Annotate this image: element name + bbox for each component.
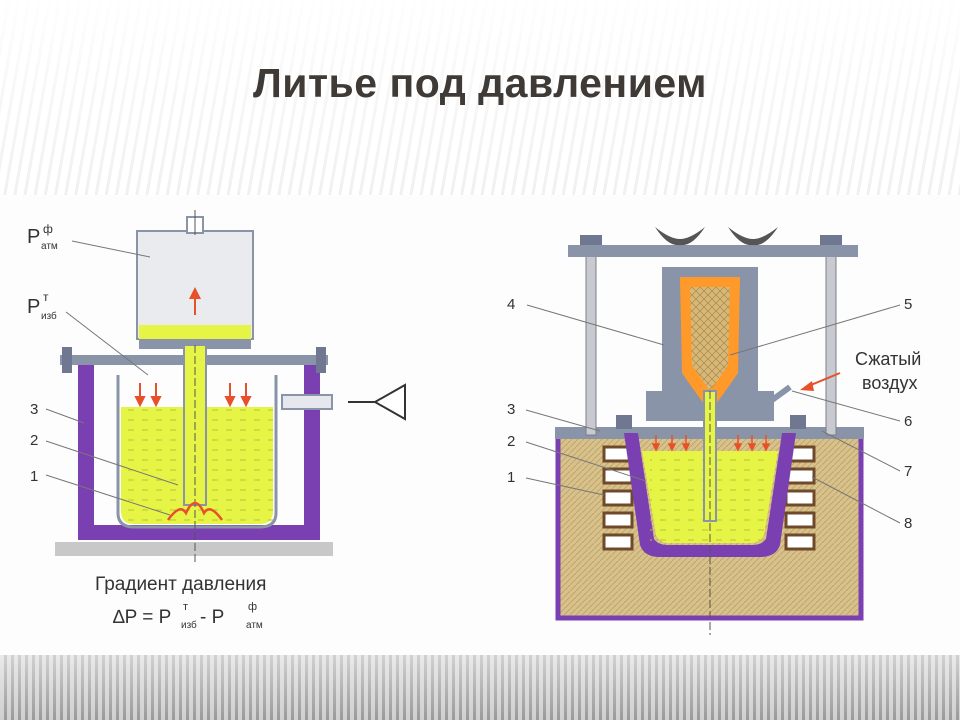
air-arrow-icon: [800, 381, 814, 391]
left-ground: [55, 542, 333, 556]
tie-rod-left: [585, 236, 597, 436]
left-upper-mold: [136, 230, 254, 340]
label-num-7: 7: [904, 463, 912, 480]
svg-text:изб: изб: [181, 619, 197, 631]
label-num-3-left: 3: [30, 401, 38, 418]
label-num-5: 5: [904, 296, 912, 313]
svg-text:т: т: [43, 290, 49, 304]
flow-entry-icon: [166, 501, 224, 521]
svg-text:т: т: [183, 601, 188, 613]
wing-nut-icon: [655, 227, 705, 246]
compressed-air-label-line1: Сжатый: [855, 349, 921, 369]
right-pressure-arrows: [651, 435, 771, 452]
svg-text:- P: - P: [200, 607, 224, 628]
pressure-arrows: [134, 383, 252, 408]
svg-text:атм: атм: [246, 620, 263, 631]
casting-icon: [690, 287, 730, 391]
label-num-2-right: 2: [507, 433, 515, 450]
right-crucible: [624, 433, 796, 557]
label-num-6: 6: [904, 413, 912, 430]
left-crucible: [116, 375, 278, 529]
label-num-3-right: 3: [507, 401, 515, 418]
svg-text:изб: изб: [41, 310, 57, 322]
label-p-izb: P: [27, 296, 40, 318]
label-num-2-left: 2: [30, 432, 38, 449]
background-stripes-bottom: [0, 655, 960, 720]
svg-text:ф: ф: [43, 222, 53, 236]
wing-nut-icon: [728, 227, 778, 246]
label-num-8: 8: [904, 515, 912, 532]
left-valve-icon: [372, 383, 406, 421]
left-apparatus: [45, 210, 406, 565]
pressure-formula: ∆P = P т изб - P ф атм: [113, 601, 263, 631]
label-num-1-left: 1: [30, 468, 38, 485]
diagram-canvas: P ф атм P т изб 3 2 1 Градиент давления …: [27, 210, 921, 635]
air-inlet-pipe: [765, 384, 792, 419]
tie-rod-right: [825, 236, 837, 436]
pressure-gradient-caption: Градиент давления: [95, 574, 266, 595]
label-num-4: 4: [507, 296, 515, 313]
flow-up-arrow-icon: [189, 287, 201, 299]
top-crossbar: [568, 245, 858, 257]
svg-text:ф: ф: [248, 601, 257, 613]
left-pressure-pipe: [281, 394, 333, 410]
svg-text:атм: атм: [41, 241, 58, 252]
diagram-area: P ф атм P т изб 3 2 1 Градиент давления …: [0, 195, 960, 655]
label-p-atm: P: [27, 226, 40, 248]
slide-title: Литье под давлением: [253, 60, 707, 106]
background-fade: [0, 0, 960, 195]
compressed-air-label-line2: воздух: [862, 373, 918, 393]
svg-text:∆P = P: ∆P = P: [113, 607, 171, 628]
right-apparatus: [525, 227, 901, 635]
label-num-1-right: 1: [507, 469, 515, 486]
